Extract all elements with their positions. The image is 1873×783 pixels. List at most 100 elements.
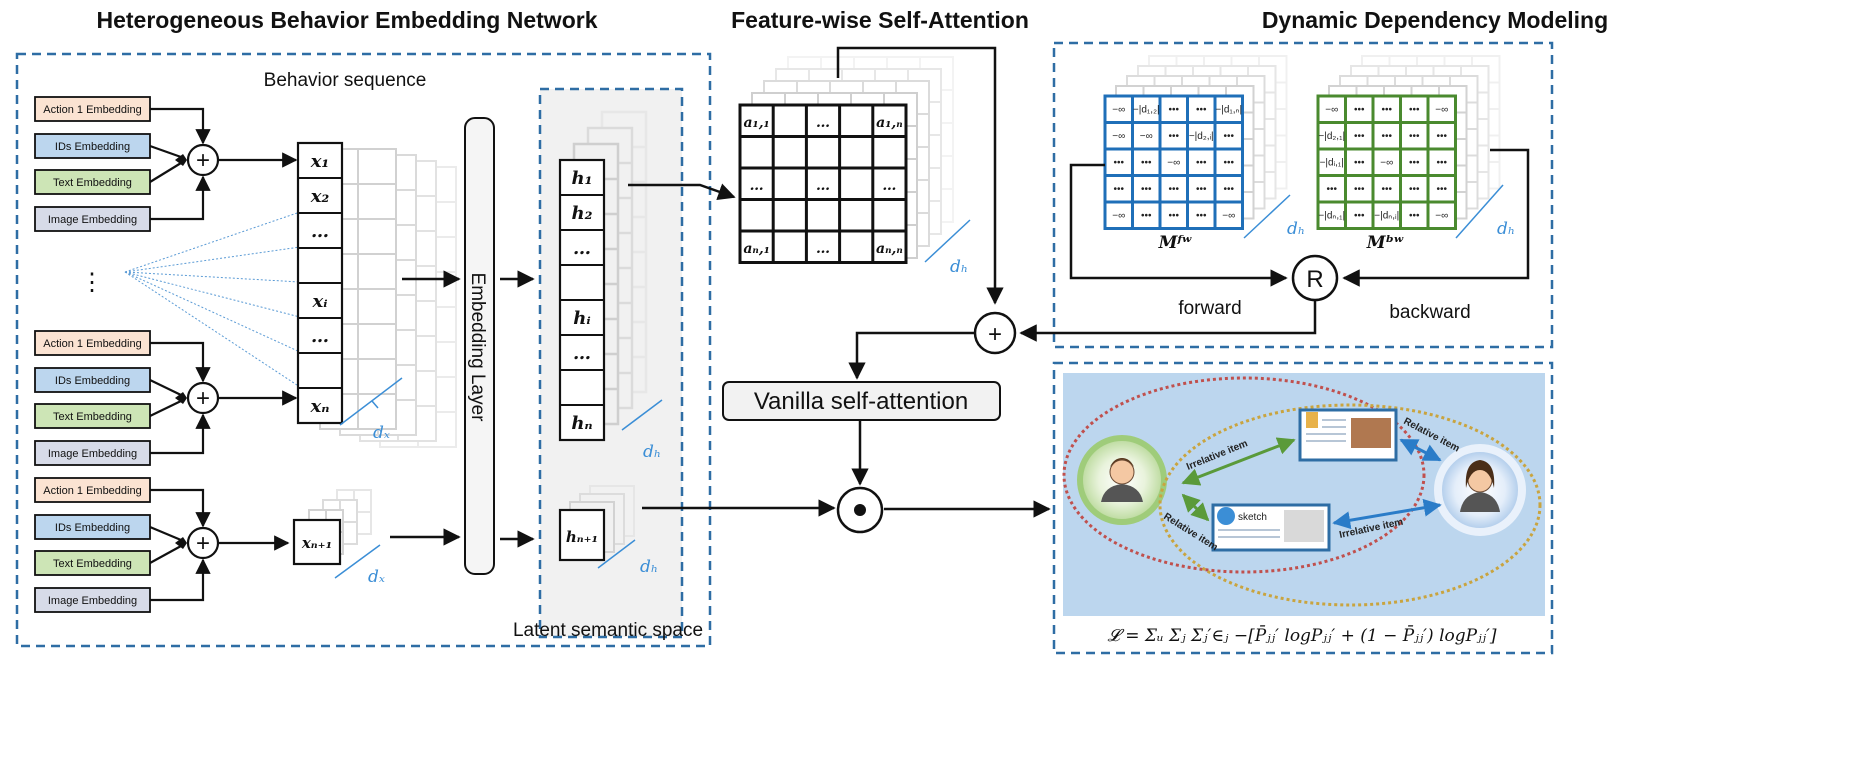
h-cell-2: … <box>573 238 591 259</box>
bw-mask-cell-3-1: ••• <box>1354 184 1365 195</box>
bw-mask-cell-3-2: ••• <box>1381 184 1392 195</box>
dh-label-h: dₕ <box>643 442 661 462</box>
emb-label-image: Image Embedding <box>48 595 137 607</box>
behavior-sequence-label: Behavior sequence <box>264 70 427 91</box>
latent-space-label: Latent semantic space <box>513 620 703 641</box>
vertical-dots: ⋮ <box>80 269 104 296</box>
dh-label-att: dₕ <box>950 257 968 277</box>
heb-section-border <box>15 52 712 648</box>
arrow-att-to-plus <box>836 46 1004 305</box>
dh-bracket-h <box>621 399 663 431</box>
dh-label-bw: dₕ <box>1497 219 1515 239</box>
x-cell-0: x₁ <box>310 151 330 172</box>
ddm-section-border <box>1052 41 1554 349</box>
att-cell-0-4: a₁,ₙ <box>876 115 903 131</box>
bw-mask-cell-3-3: ••• <box>1409 184 1420 195</box>
x-cell-4: xᵢ <box>311 291 327 312</box>
dx-bracket <box>339 377 403 426</box>
embedding-layer-label: Embedding Layer <box>467 273 488 423</box>
dh-bracket-hn1 <box>597 539 636 569</box>
attention-front <box>738 103 908 264</box>
emb-label-action: Action 1 Embedding <box>43 104 141 116</box>
x-cell-1: x₂ <box>310 186 330 207</box>
att-cell-4-0: aₙ,₁ <box>743 241 770 257</box>
bw-mask-cell-1-3: ••• <box>1409 131 1420 142</box>
bw-mask-cell-2-4: ••• <box>1436 157 1447 168</box>
fw-mask-cell-4-3: ••• <box>1196 210 1207 221</box>
x-cell-7: xₙ <box>310 396 330 417</box>
bw-mask-cell-1-1: ••• <box>1354 131 1365 142</box>
irrelative-arrow-user2 <box>1332 498 1442 530</box>
vanilla-attention-box <box>722 381 1001 421</box>
x-next-stack: xₙ₊₁ <box>292 489 372 566</box>
bw-mask-cell-0-0: −∞ <box>1325 104 1338 115</box>
dh-bracket-att <box>924 219 971 263</box>
bw-mask-cell-0-4: −∞ <box>1435 104 1448 115</box>
user1-avatar <box>1101 458 1143 502</box>
user2-cluster <box>1158 403 1542 607</box>
h-cell-5: … <box>573 343 591 364</box>
bw-mask-cell-4-2: −|dₙ,ᵢ| <box>1374 210 1399 221</box>
fw-mask-cell-2-3: ••• <box>1196 157 1207 168</box>
emb-label-action: Action 1 Embedding <box>43 485 141 497</box>
bw-mask-cell-4-3: ••• <box>1409 210 1420 221</box>
loss-formula: 𝓛 = Σᵤ Σⱼ Σⱼ′∈ⱼ −[P̄ⱼⱼ′ logPⱼⱼ′ + (1 − P… <box>1107 624 1496 646</box>
irrelative-arrow-user1 <box>1181 437 1296 486</box>
att-cell-2-4: … <box>882 178 896 194</box>
fw-mask-cell-4-4: −∞ <box>1222 210 1235 221</box>
fw-mask-cell-3-2: ••• <box>1168 184 1179 195</box>
bw-mask-cell-0-2: ••• <box>1381 104 1392 115</box>
forward-mask-matrix: −∞−|d₁,₂|••••••−|d₁,ₙ|−∞−∞•••−|d₂,ᵢ|••••… <box>1103 94 1244 230</box>
dot-operator-center <box>854 504 866 516</box>
x-next-label: xₙ₊₁ <box>301 534 332 552</box>
arrow-r-to-plus <box>1019 300 1317 342</box>
emb-label-ids: IDs Embedding <box>55 375 130 387</box>
forward-mask-label: Mᶠʷ <box>1158 233 1192 253</box>
h-cell-1: h₂ <box>572 203 593 224</box>
att-cell-4-2: … <box>816 241 830 257</box>
bw-mask-cell-3-4: ••• <box>1436 184 1447 195</box>
forward-label: forward <box>1178 298 1241 319</box>
att-cell-0-2: … <box>816 115 830 131</box>
x-cell-2: … <box>311 221 329 242</box>
dh-label-hn1: dₕ <box>640 557 658 577</box>
bw-mask-front <box>1316 94 1457 230</box>
fw-mask-cell-2-1: ••• <box>1141 157 1152 168</box>
emb-label-ids: IDs Embedding <box>55 141 130 153</box>
emb-box-text <box>34 550 151 576</box>
fw-mask-cell-1-0: −∞ <box>1112 131 1125 142</box>
att-cell-2-0: … <box>750 178 764 194</box>
h-next-stack: hₙ₊₁ <box>558 485 635 562</box>
relative-arrow-user2 <box>1399 438 1442 462</box>
x-next-cell <box>292 518 342 566</box>
emb-box-action <box>34 477 151 503</box>
arrow-h-to-attention <box>628 183 736 201</box>
bw-mask-cell-4-4: −∞ <box>1435 210 1448 221</box>
fw-mask-cell-3-1: ••• <box>1141 184 1152 195</box>
emb-label-image: Image Embedding <box>48 448 137 460</box>
forward-loop <box>1069 163 1288 287</box>
arrow-plus-to-vanilla <box>848 331 975 380</box>
dx-bracket-next <box>334 544 381 579</box>
att-cell-4-4: aₙ,ₙ <box>876 241 903 257</box>
embedding-layer-box <box>464 117 495 575</box>
fw-mask-cell-2-4: ••• <box>1223 157 1234 168</box>
fw-mask-cell-0-0: −∞ <box>1112 104 1125 115</box>
backward-label: backward <box>1389 302 1470 323</box>
fw-mask-cell-1-3: −|d₂,ᵢ| <box>1189 131 1214 142</box>
fw-mask-cell-3-0: ••• <box>1113 184 1124 195</box>
fw-mask-cell-2-0: ••• <box>1113 157 1124 168</box>
emb-label-action: Action 1 Embedding <box>43 338 141 350</box>
fw-mask-cell-3-3: ••• <box>1196 184 1207 195</box>
bw-mask-cell-2-0: −|dᵢ,₁| <box>1320 157 1344 168</box>
user-item-illustration: sketch Irrelative item Relative item Rel… <box>1062 373 1545 616</box>
relative-arrow-user1 <box>1181 493 1210 522</box>
bw-mask-cell-4-1: ••• <box>1354 210 1365 221</box>
embedding-plus-symbol-2: + <box>196 385 210 412</box>
dh-bracket-fw <box>1243 194 1291 239</box>
embedding-plus-symbol-1: + <box>196 147 210 174</box>
x-cell-5: … <box>311 326 329 347</box>
